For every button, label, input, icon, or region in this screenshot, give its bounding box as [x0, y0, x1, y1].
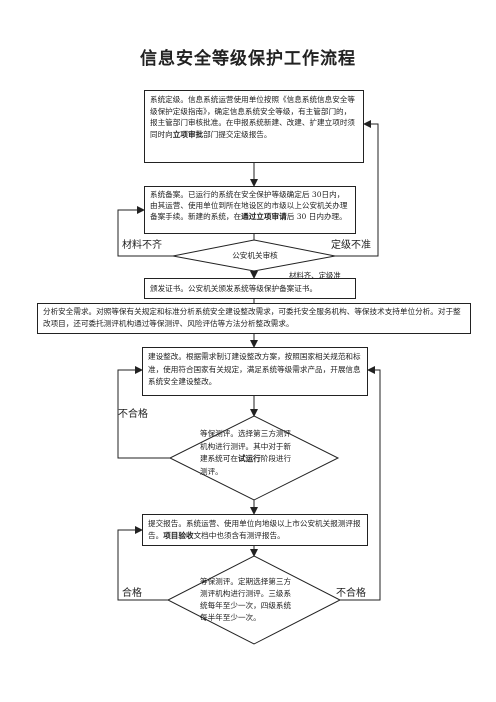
- step5-rectification-box: 建设整改。根据需求制订建设整改方案，按照国家相关规范和标准，使用符合国家有关规定…: [142, 347, 368, 396]
- review-diamond-text: 公安机关审核: [232, 251, 278, 260]
- step6-text-end: 文档中也须含有测评报告。: [193, 531, 285, 540]
- step2-text-end: 后 30 日内办理。: [286, 212, 347, 221]
- diamond2-text-end: 阶段进行测评。: [200, 454, 292, 476]
- step1-text: 系统定级。信息系统运营使用单位按照《信息系统信息安全等级保护定级指南》，确定信息…: [150, 95, 356, 139]
- step1-grading-box: 系统定级。信息系统运营使用单位按照《信息系统信息安全等级保护定级指南》，确定信息…: [144, 90, 364, 163]
- diamond2-text: 等保测评。选择第三方测评机构进行测评。其中对于新建系统可在: [200, 429, 292, 463]
- step1-bold: 立项审批: [172, 129, 204, 139]
- periodic-assessment-diamond-text: 等保测评。定期选择第三方测评机构进行测评。三级系统每年至少一次，四级系统每半年至…: [200, 577, 292, 622]
- review-diamond: [172, 239, 336, 272]
- arrow-fail2-loop: [340, 366, 381, 601]
- page-title: 信息安全等级保护工作流程: [140, 49, 356, 69]
- step5-text: 建设整改。根据需求制订建设整改方案，按照国家相关规范和标准，使用符合国家有关规定…: [148, 352, 361, 386]
- step6-bold: 项目验收: [163, 531, 194, 540]
- label-fail-1: 不合格: [118, 409, 148, 420]
- step4-text: 分析安全需求。对照等保有关规定和标准分析系统安全建设整改需求，可委托安全服务机构…: [43, 307, 461, 328]
- arrow-level-wrong-loop: [335, 120, 379, 257]
- diamond2-bold: 试运行: [237, 454, 261, 463]
- label-complete: 材料齐、定级准: [289, 271, 341, 280]
- step6-text: 提交报告。系统运营、使用单位向地级以上市公安机关报测评报告。: [148, 519, 361, 540]
- arrow-fail1-loop: [117, 366, 172, 459]
- step3-text: 颁发证书。公安机关颁发系统等级保护备案证书。: [150, 284, 318, 293]
- step2-bold: 通过立项审请: [241, 212, 287, 221]
- label-incomplete: 材料不齐: [122, 240, 162, 251]
- label-fail-2: 不合格: [336, 588, 366, 599]
- step6-report-box: 提交报告。系统运营、使用单位向地级以上市公安机关报测评报告。项目验收文档中也须含…: [142, 514, 368, 546]
- assessment-diamond: [168, 415, 340, 501]
- step2-text: 系统备案。已运行的系统在安全保护等级确定后 30日内，由其运营、使用单位到所在地…: [150, 190, 348, 221]
- label-pass: 合格: [122, 588, 142, 599]
- assessment-diamond-text: 等保测评。选择第三方测评机构进行测评。其中对于新建系统可在试运行阶段进行测评。: [200, 428, 296, 478]
- step2-filing-box: 系统备案。已运行的系统在安全保护等级确定后 30日内，由其运营、使用单位到所在地…: [144, 186, 356, 234]
- step4-requirements-box: 分析安全需求。对照等保有关规定和标准分析系统安全建设整改需求，可委托安全服务机构…: [37, 303, 471, 334]
- label-level-wrong: 定级不准: [331, 240, 371, 251]
- step1-text-end: 部门提交定级报告。: [203, 129, 272, 139]
- arrow-pass-loop: [117, 526, 168, 601]
- periodic-assessment-diamond: [166, 555, 342, 645]
- step3-certificate-box: 颁发证书。公安机关颁发系统等级保护备案证书。: [144, 278, 356, 299]
- arrow-incomplete-loop: [117, 206, 173, 257]
